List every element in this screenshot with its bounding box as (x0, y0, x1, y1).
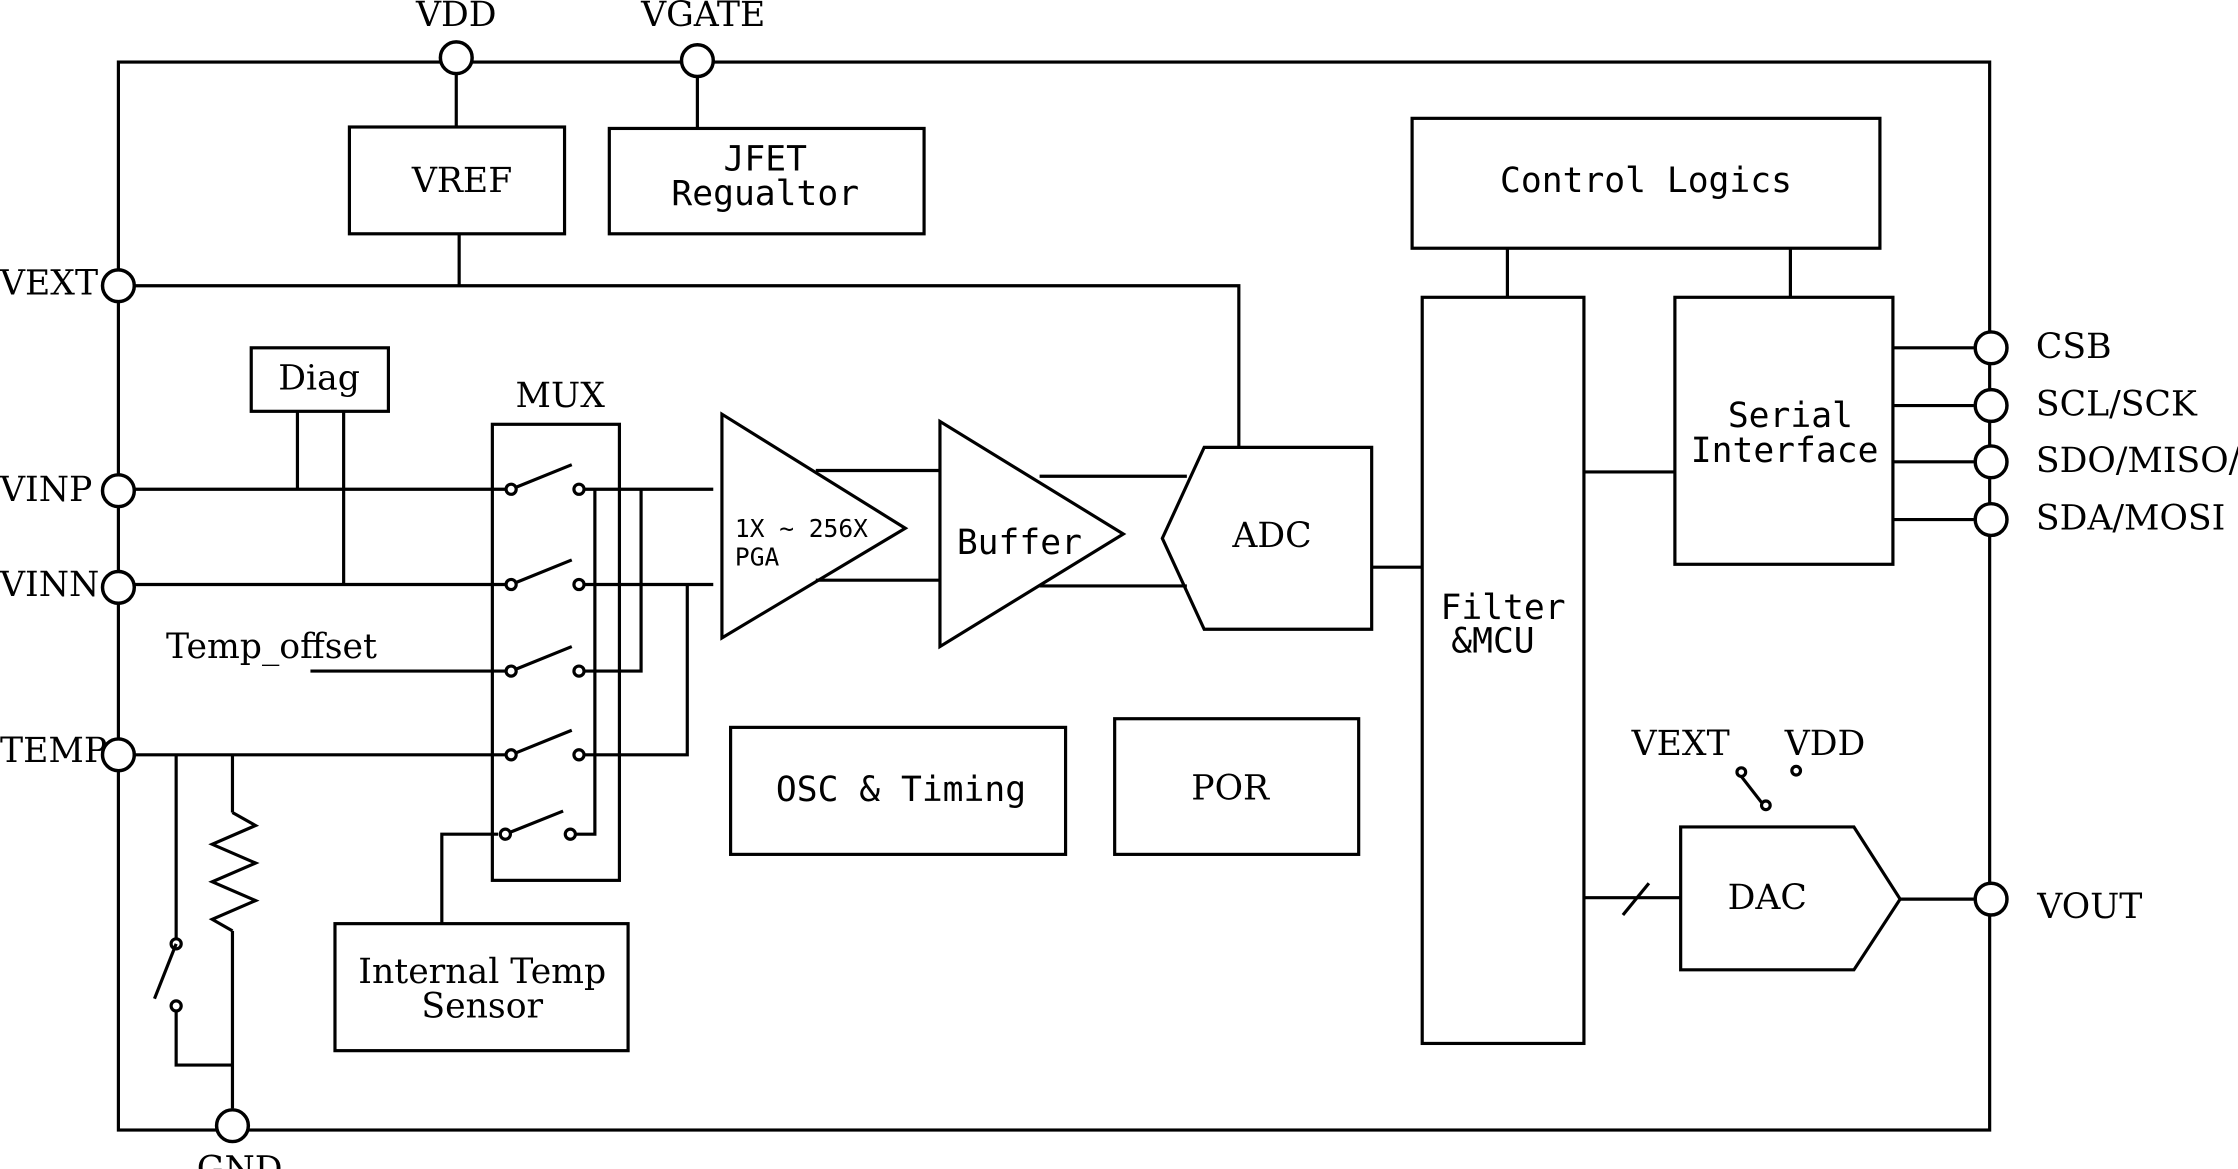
filter-label-line1: Filter (1441, 588, 1566, 628)
pga-label-line2: PGA (735, 543, 780, 572)
pin-label-csb: CSB (2036, 327, 2112, 367)
internal-temp-sensor-block (333, 922, 630, 1053)
pin-scl (1973, 387, 2009, 424)
dac-bus-slash (1621, 882, 1651, 917)
dac-select-contact-vext (1735, 766, 1748, 779)
mux-switch-5 (504, 809, 564, 836)
mux-block (490, 422, 622, 882)
mux-switch-1 (510, 463, 573, 491)
pin-vext (100, 268, 137, 304)
pin-label-vext: VEXT (0, 263, 98, 303)
por-block (1113, 717, 1361, 856)
pin-sda (1973, 501, 2009, 538)
osc-timing-block (729, 725, 1068, 856)
pin-gnd (214, 1108, 251, 1144)
pin-label-sdo: SDO/MISO/INT (2036, 441, 2238, 481)
adc-block (1160, 445, 1374, 631)
dac-select-label-vext: VEXT (1631, 724, 1730, 764)
pin-label-vgate: VGATE (640, 0, 765, 35)
adc-label: ADC (1231, 516, 1311, 556)
mux-switch-2 (510, 558, 573, 586)
temp-switch-blade (153, 943, 178, 1000)
mux-switch-3 (510, 645, 573, 673)
wire-internal-temp (440, 832, 499, 924)
jfet-label-line2: Regualtor (671, 174, 859, 214)
mux-out-5 (570, 489, 597, 836)
buffer-amplifier (938, 418, 1127, 650)
pin-label-vdd: VDD (415, 0, 497, 35)
pga-label-line1: 1X ~ 256X (735, 514, 868, 543)
serial-label-line1: Serial (1728, 396, 1853, 436)
dac-select-contact-vdd (1790, 764, 1803, 777)
pin-label-vinn: VINN (0, 565, 99, 605)
temp-offset-label: Temp_offset (166, 627, 377, 667)
diag-label: Diag (278, 359, 360, 399)
internal-temp-label-line2: Sensor (421, 986, 543, 1026)
pin-vgate (679, 43, 716, 79)
mux-switch-4 (510, 728, 573, 757)
pin-label-sda: SDA/MOSI (2036, 499, 2225, 539)
vref-block (347, 125, 567, 236)
pin-vout (1973, 881, 2009, 917)
mux-label: MUX (516, 376, 606, 416)
mux-out-3 (578, 489, 643, 673)
dac-select-label-vdd: VDD (1784, 724, 1866, 764)
wire-temp-switch-gnd (174, 1011, 232, 1067)
dac-select-contact-common (1759, 799, 1772, 812)
dac-block (1679, 825, 1903, 972)
dac-label: DAC (1728, 878, 1807, 918)
temp-switch-contact-bottom (169, 999, 183, 1013)
temp-resistor (208, 811, 260, 933)
buffer-label: Buffer (957, 523, 1082, 563)
pin-vinn (100, 569, 137, 605)
wire-vext-adc (134, 284, 1241, 448)
pin-label-gnd: GND (197, 1150, 283, 1169)
control-logics-label: Control Logics (1500, 161, 1792, 201)
diag-block (249, 346, 390, 413)
filter-label-line2: &MCU (1451, 621, 1534, 661)
pin-label-vinp: VINP (0, 470, 92, 510)
pin-label-temp: TEMP (0, 731, 107, 771)
pin-label-scl: SCL/SCK (2036, 385, 2198, 425)
jfet-regulator-block (607, 126, 926, 236)
mux-contacts (498, 482, 586, 841)
dac-select-blade (1740, 775, 1763, 804)
osc-timing-label: OSC & Timing (776, 770, 1026, 810)
pin-label-vout: VOUT (2036, 887, 2142, 927)
control-logics-block (1410, 116, 1882, 250)
jfet-label-line1: JFET (724, 139, 808, 179)
por-label: POR (1191, 769, 1270, 809)
pin-temp (100, 737, 137, 773)
pga-amplifier (720, 411, 909, 641)
serial-label-line2: Interface (1691, 431, 1879, 471)
serial-interface-block (1673, 295, 1895, 566)
mux-out-4 (578, 584, 689, 757)
pin-vdd (438, 40, 474, 76)
pin-vinp (100, 473, 137, 509)
filter-mcu-block (1420, 295, 1586, 1046)
pin-sdo (1973, 444, 2009, 480)
pin-csb (1973, 330, 2009, 366)
vref-label: VREF (411, 161, 512, 201)
internal-temp-label-line1: Internal Temp (358, 952, 606, 992)
